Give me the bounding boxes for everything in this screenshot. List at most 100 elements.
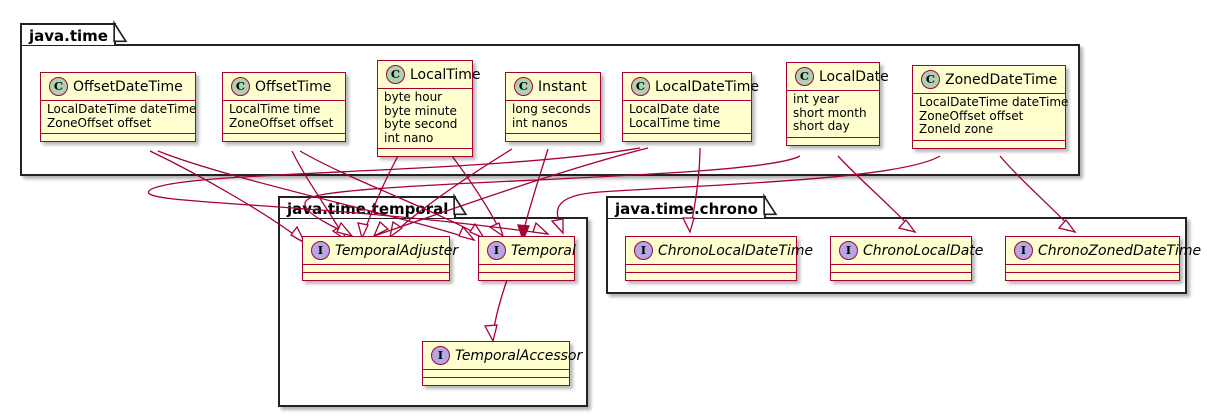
class-local-date[interactable]: C LocalDate int year short month short d… bbox=[786, 62, 889, 146]
interface-chrono-zoned-date-time[interactable]: I ChronoZonedDateTime bbox=[1005, 236, 1201, 281]
methods-compartment bbox=[378, 149, 472, 156]
package-java-time-tab: java.time bbox=[20, 20, 128, 45]
attributes-compartment bbox=[626, 265, 796, 272]
attribute-row: short day bbox=[793, 119, 850, 133]
compartment-divider bbox=[41, 100, 195, 101]
class-offset-date-time[interactable]: C OffsetDateTime LocalDateTime dateTime … bbox=[40, 72, 196, 142]
interface-chrono-zoned-date-time-header: I ChronoZonedDateTime bbox=[1006, 237, 1201, 264]
interface-badge-icon: I bbox=[634, 241, 653, 260]
class-zoned-date-time[interactable]: C ZonedDateTime LocalDateTime dateTime Z… bbox=[912, 65, 1069, 149]
class-badge-icon: C bbox=[921, 70, 940, 89]
package-tab-fold-icon bbox=[113, 20, 128, 43]
compartment-divider bbox=[378, 88, 472, 89]
class-offset-time[interactable]: C OffsetTime LocalTime time ZoneOffset o… bbox=[222, 72, 346, 142]
class-badge-icon: C bbox=[231, 77, 250, 96]
class-badge-icon: C bbox=[49, 77, 68, 96]
interface-chrono-local-date-time-header: I ChronoLocalDateTime bbox=[626, 237, 813, 264]
compartment-divider bbox=[1006, 264, 1179, 265]
compartment-divider bbox=[831, 264, 971, 265]
class-instant[interactable]: C Instant long seconds int nanos bbox=[505, 72, 601, 142]
methods-compartment bbox=[831, 273, 971, 280]
class-local-date-time[interactable]: C LocalDateTime LocalDate date LocalTime… bbox=[622, 72, 759, 142]
package-java-time-chrono-label: java.time.chrono bbox=[615, 200, 758, 218]
compartment-divider bbox=[787, 90, 879, 91]
attribute-row: ZoneOffset offset bbox=[919, 108, 1024, 123]
compartment-divider bbox=[623, 100, 751, 101]
interface-temporal-adjuster-name: TemporalAdjuster bbox=[335, 242, 459, 259]
methods-compartment bbox=[423, 378, 569, 385]
package-java-time-chrono-tab: java.time.chrono bbox=[606, 193, 778, 218]
package-tab-fold-icon bbox=[453, 193, 468, 216]
interface-temporal-accessor-header: I TemporalAccessor bbox=[423, 342, 582, 369]
class-local-date-header: C LocalDate bbox=[787, 63, 889, 90]
class-local-time-attributes: byte hour byte minute byte second int na… bbox=[378, 89, 472, 148]
compartment-divider bbox=[506, 100, 600, 101]
class-instant-attributes: long seconds int nanos bbox=[506, 101, 600, 133]
interface-chrono-local-date-time-name: ChronoLocalDateTime bbox=[658, 242, 814, 259]
compartment-divider bbox=[913, 93, 1065, 94]
class-badge-icon: C bbox=[386, 65, 405, 84]
class-offset-date-time-attributes: LocalDateTime dateTime ZoneOffset offset bbox=[41, 101, 196, 133]
class-offset-time-name: OffsetTime bbox=[255, 78, 332, 95]
attributes-compartment bbox=[423, 370, 569, 377]
attribute-row: ZoneId zone bbox=[919, 122, 994, 136]
compartment-divider bbox=[913, 139, 1065, 141]
interface-chrono-local-date-name: ChronoLocalDate bbox=[863, 242, 984, 259]
class-offset-time-header: C OffsetTime bbox=[223, 73, 345, 100]
class-local-date-time-attributes: LocalDate date LocalTime time bbox=[623, 101, 751, 133]
compartment-divider bbox=[41, 133, 195, 134]
attribute-row: LocalTime time bbox=[229, 102, 321, 116]
interface-temporal[interactable]: I Temporal bbox=[478, 236, 576, 281]
methods-compartment bbox=[41, 134, 195, 141]
compartment-divider bbox=[303, 264, 449, 265]
compartment-divider bbox=[479, 272, 574, 273]
methods-compartment bbox=[1006, 273, 1179, 280]
compartment-divider bbox=[479, 264, 574, 265]
package-java-time-temporal-tab: java.time.temporal bbox=[278, 193, 468, 218]
attributes-compartment bbox=[479, 265, 574, 272]
interface-temporal-adjuster[interactable]: I TemporalAdjuster bbox=[302, 236, 458, 281]
interface-temporal-accessor-name: TemporalAccessor bbox=[455, 347, 583, 364]
class-badge-icon: C bbox=[631, 77, 650, 96]
compartment-divider bbox=[506, 133, 600, 134]
class-zoned-date-time-attributes: LocalDateTime dateTime ZoneOffset offset… bbox=[913, 94, 1069, 140]
class-offset-time-attributes: LocalTime time ZoneOffset offset bbox=[223, 101, 345, 133]
attribute-row: byte hour bbox=[384, 90, 443, 104]
class-zoned-date-time-header: C ZonedDateTime bbox=[913, 66, 1065, 93]
class-zoned-date-time-name: ZonedDateTime bbox=[945, 71, 1058, 88]
interface-chrono-local-date[interactable]: I ChronoLocalDate bbox=[830, 236, 983, 281]
compartment-divider bbox=[1006, 272, 1179, 273]
class-offset-date-time-name: OffsetDateTime bbox=[73, 78, 183, 95]
interface-temporal-accessor[interactable]: I TemporalAccessor bbox=[422, 341, 582, 386]
class-local-date-time-name: LocalDateTime bbox=[655, 78, 760, 95]
methods-compartment bbox=[506, 134, 600, 141]
attribute-row: LocalDateTime dateTime bbox=[919, 95, 1069, 109]
compartment-divider bbox=[303, 272, 449, 273]
attribute-row: int nano bbox=[384, 130, 434, 145]
interface-chrono-local-date-time[interactable]: I ChronoLocalDateTime bbox=[625, 236, 813, 281]
compartment-divider bbox=[223, 100, 345, 101]
interface-badge-icon: I bbox=[1014, 241, 1033, 260]
class-local-time[interactable]: C LocalTime byte hour byte minute byte s… bbox=[377, 60, 481, 157]
attribute-row: LocalDate date bbox=[629, 102, 720, 116]
compartment-divider bbox=[626, 272, 796, 273]
interface-badge-icon: I bbox=[431, 346, 450, 365]
attribute-row: short month bbox=[793, 105, 867, 120]
attribute-row: LocalTime time bbox=[629, 115, 721, 130]
compartment-divider bbox=[423, 369, 569, 370]
attribute-row: int nanos bbox=[512, 115, 568, 130]
interface-badge-icon: I bbox=[839, 241, 858, 260]
methods-compartment bbox=[787, 138, 879, 145]
package-tab-fold-icon bbox=[763, 193, 778, 216]
class-local-date-attributes: int year short month short day bbox=[787, 91, 879, 137]
interface-temporal-header: I Temporal bbox=[479, 237, 576, 264]
attributes-compartment bbox=[303, 265, 449, 272]
attribute-row: ZoneOffset offset bbox=[47, 115, 152, 130]
attributes-compartment bbox=[831, 265, 971, 272]
package-java-time-label: java.time bbox=[29, 27, 108, 45]
package-java-time-temporal-label: java.time.temporal bbox=[287, 200, 449, 218]
methods-compartment bbox=[303, 273, 449, 280]
attribute-row: byte second bbox=[384, 117, 458, 131]
methods-compartment bbox=[626, 273, 796, 280]
